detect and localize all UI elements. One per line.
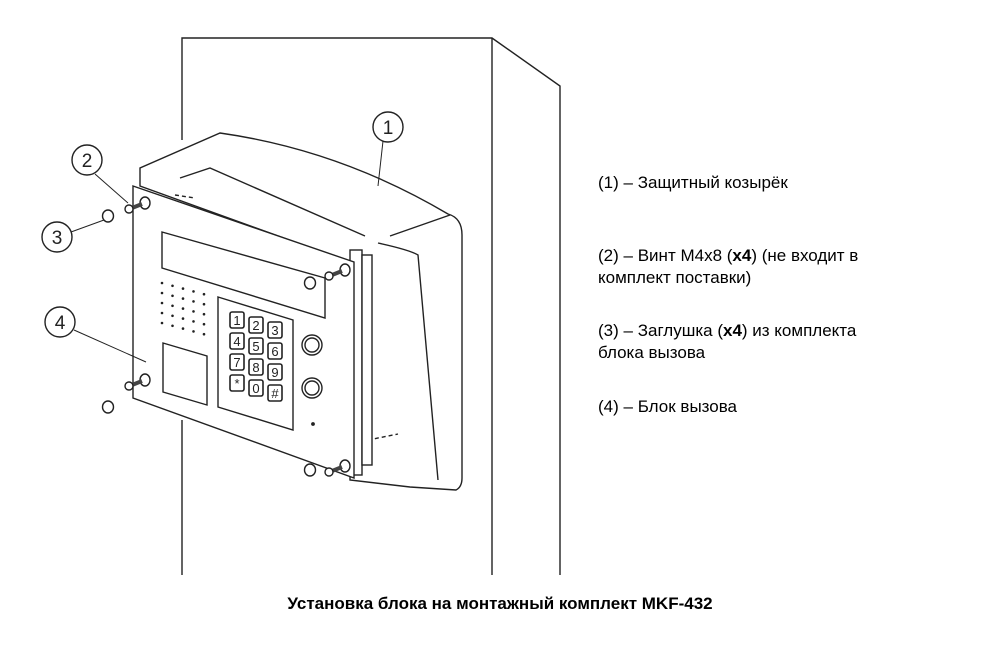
legend-dash: – bbox=[623, 173, 633, 192]
screws bbox=[101, 196, 351, 477]
callout-label: 2 bbox=[82, 151, 93, 172]
keypad-key-label: * bbox=[234, 376, 239, 391]
keypad-key: 7 bbox=[229, 353, 245, 371]
keypad-key: # bbox=[267, 384, 283, 402]
grille-hole bbox=[192, 310, 195, 313]
callout-3: 3 bbox=[41, 221, 73, 253]
grille-hole bbox=[171, 304, 174, 308]
legend-item-3: (3) – Заглушка (x4) из комплекта блока в… bbox=[598, 320, 856, 364]
legend-number: (2) bbox=[598, 246, 619, 265]
keypad-key-label: 2 bbox=[252, 318, 259, 333]
screw-with-cap bbox=[101, 373, 151, 414]
callout-label: 3 bbox=[52, 228, 63, 249]
screw-with-cap bbox=[303, 459, 351, 477]
grille-hole bbox=[192, 330, 195, 333]
grille-hole bbox=[181, 287, 185, 290]
cap bbox=[101, 400, 115, 414]
keypad-key: 0 bbox=[248, 379, 264, 397]
callout-4: 4 bbox=[44, 306, 76, 338]
grille-hole bbox=[181, 307, 185, 310]
legend-dash: – bbox=[623, 246, 633, 265]
keypad-key-label: 8 bbox=[252, 360, 259, 375]
keypad-key-label: 9 bbox=[271, 365, 278, 380]
cap bbox=[303, 463, 317, 477]
grille-hole bbox=[181, 317, 185, 320]
keypad-key-label: 4 bbox=[233, 334, 240, 349]
keypad-key-label: 0 bbox=[252, 381, 259, 396]
keypad-key: * bbox=[229, 374, 245, 392]
cap bbox=[101, 209, 115, 223]
grille-hole bbox=[181, 297, 185, 300]
legend-text: Блок вызова bbox=[637, 397, 738, 416]
protective-hood bbox=[139, 132, 463, 491]
figure-caption: Установка блока на монтажный комплект MK… bbox=[287, 594, 713, 613]
keypad-key: 3 bbox=[267, 321, 283, 339]
keypad-key: 1 bbox=[229, 311, 245, 329]
legend-text: ) из комплекта bbox=[741, 321, 857, 340]
cap bbox=[303, 276, 317, 290]
keypad-key-label: 7 bbox=[233, 355, 240, 370]
legend-quantity: x4 bbox=[732, 246, 752, 265]
callout-2: 2 bbox=[71, 144, 103, 176]
grille-hole bbox=[171, 284, 174, 288]
grille-hole bbox=[171, 314, 174, 318]
keypad-key-label: # bbox=[271, 386, 279, 401]
card-reader bbox=[162, 342, 208, 406]
legend-item-2: (2) – Винт М4х8 (x4) (не входит в компле… bbox=[598, 245, 858, 289]
legend-number: (4) bbox=[598, 397, 619, 416]
grille-hole bbox=[192, 320, 195, 323]
screw-with-cap bbox=[101, 196, 151, 223]
pillar bbox=[181, 37, 561, 575]
legend-dash: – bbox=[623, 321, 633, 340]
grille-hole bbox=[171, 324, 174, 328]
screw-with-cap bbox=[303, 263, 351, 290]
grille-hole bbox=[192, 300, 195, 303]
callout-label: 1 bbox=[383, 118, 394, 139]
legend-item-4: (4) – Блок вызова bbox=[598, 396, 737, 418]
legend-text: Защитный козырёк bbox=[637, 173, 788, 192]
grille-hole bbox=[171, 294, 174, 298]
keypad-key-label: 5 bbox=[252, 339, 259, 354]
legend-text: ) (не входит в bbox=[751, 246, 859, 265]
legend-text: блока вызова bbox=[598, 343, 706, 362]
keypad-key: 9 bbox=[267, 363, 283, 381]
grille-hole bbox=[202, 322, 206, 326]
display-window bbox=[161, 231, 326, 319]
grille-hole bbox=[202, 302, 206, 306]
grille-hole bbox=[160, 281, 164, 285]
legend-number: (1) bbox=[598, 173, 619, 192]
legend-dash: – bbox=[623, 397, 633, 416]
grille-hole bbox=[202, 292, 206, 296]
legend-number: (3) bbox=[598, 321, 619, 340]
speaker-grille bbox=[160, 281, 206, 336]
grille-hole bbox=[202, 312, 206, 316]
callout-label: 4 bbox=[55, 313, 66, 334]
grille-hole bbox=[192, 290, 195, 293]
keypad-key: 6 bbox=[267, 342, 283, 360]
keypad-key: 4 bbox=[229, 332, 245, 350]
keypad-key-label: 6 bbox=[271, 344, 278, 359]
keypad-key-label: 3 bbox=[271, 323, 278, 338]
legend-text: Винт М4х8 ( bbox=[637, 246, 733, 265]
grille-hole bbox=[181, 327, 185, 330]
grille-hole bbox=[160, 311, 164, 315]
keypad-key: 2 bbox=[248, 316, 264, 334]
keypad-key: 8 bbox=[248, 358, 264, 376]
grille-hole bbox=[160, 301, 164, 305]
legend-quantity: x4 bbox=[722, 321, 742, 340]
legend-text: Заглушка ( bbox=[637, 321, 723, 340]
callout-lines bbox=[70, 140, 384, 363]
callout-1: 1 bbox=[372, 111, 404, 143]
grille-hole bbox=[202, 332, 206, 336]
keypad-key-label: 1 bbox=[233, 313, 240, 328]
keypad-key: 5 bbox=[248, 337, 264, 355]
grille-hole bbox=[160, 291, 164, 295]
legend-item-1: (1) – Защитный козырёк bbox=[598, 172, 788, 194]
legend-text: комплект поставки) bbox=[598, 268, 752, 287]
grille-hole bbox=[160, 321, 164, 325]
